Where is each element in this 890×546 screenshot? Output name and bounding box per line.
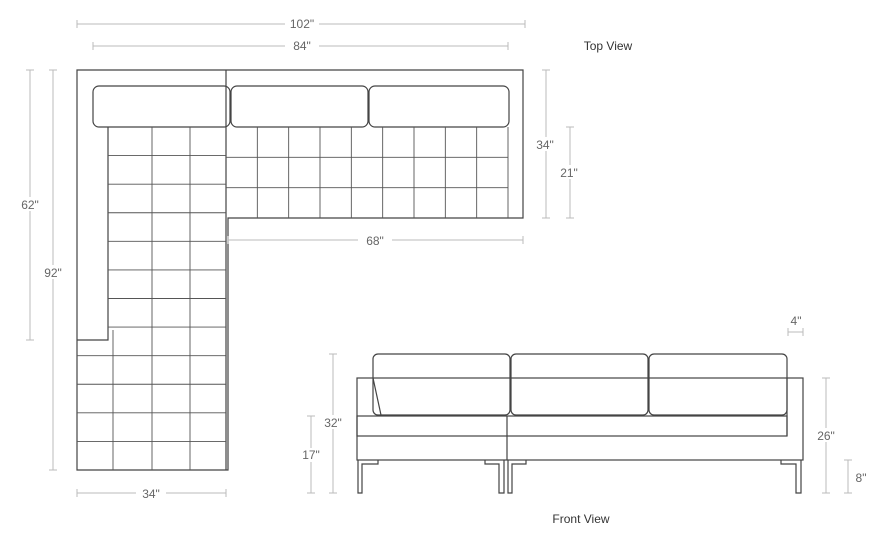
dim-sofa-seat-width: 68" xyxy=(366,234,384,248)
top-dimensions: 102" 84" 68" 34" 21" 62" 92" 34" Top Vie… xyxy=(16,16,633,501)
sofa-outline xyxy=(76,69,524,471)
sofa-body xyxy=(356,377,804,461)
back-cushions xyxy=(92,85,510,128)
dim-depth: 34" xyxy=(536,138,554,152)
dim-arm-height: 26" xyxy=(817,429,835,443)
dim-overall-width: 102" xyxy=(290,17,314,31)
dim-inner-width: 84" xyxy=(293,39,311,53)
dim-chaise-width: 34" xyxy=(142,487,160,501)
dim-seat-depth: 21" xyxy=(560,166,578,180)
front-view-title: Front View xyxy=(552,512,609,526)
front-view-drawing xyxy=(356,353,804,494)
top-view-title: Top View xyxy=(584,39,633,53)
dim-overall-length: 92" xyxy=(44,266,62,280)
seat-grid xyxy=(77,127,509,470)
seat-cushion-band xyxy=(356,415,788,437)
back-cushion xyxy=(648,353,788,416)
chaise-arm xyxy=(77,127,109,341)
back-cushion xyxy=(510,353,649,416)
back-cushion xyxy=(372,353,511,416)
front-dimensions: 4" 32" 17" 26" 8" Front View xyxy=(298,314,866,526)
dim-seat-height: 17" xyxy=(302,448,320,462)
dim-chaise-seat-length: 62" xyxy=(21,198,39,212)
legs xyxy=(357,460,802,494)
top-view-drawing xyxy=(76,69,524,471)
dim-overall-height: 32" xyxy=(324,416,342,430)
dim-arm-width: 4" xyxy=(791,314,802,328)
dim-leg-height: 8" xyxy=(856,471,867,485)
